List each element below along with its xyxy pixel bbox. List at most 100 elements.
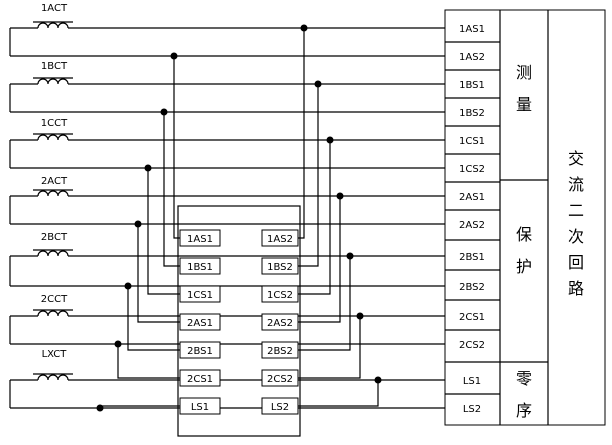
main-title-char-6: 路 <box>568 279 584 298</box>
tap-wire-left <box>147 168 180 295</box>
tap-wire-left <box>137 224 180 323</box>
connection-wires <box>99 28 379 408</box>
junction-dot <box>134 220 142 228</box>
tap-wire-right <box>298 28 305 239</box>
inner-terminal-left-label: 1CS1 <box>187 290 213 301</box>
panel-terminal-label: 1BS2 <box>459 108 485 119</box>
inner-terminal-left-label: 2BS1 <box>187 346 213 357</box>
ct-label-1act: 1ACT <box>41 3 68 14</box>
tap-wire-left <box>163 112 180 267</box>
inner-terminal-left-label: 1AS1 <box>187 234 213 245</box>
junction-dot <box>300 24 308 32</box>
inner-terminal-left <box>179 229 221 247</box>
main-title-char-1: 交 <box>568 149 584 168</box>
tap-wire-right <box>298 140 331 295</box>
ct-coil-icon <box>37 310 69 317</box>
ct-label-2act: 2ACT <box>41 176 68 187</box>
junction-dot <box>144 164 152 172</box>
inner-terminal-right <box>261 341 299 359</box>
ct-label-1cct: 1CCT <box>41 118 68 129</box>
panel-terminal-label: 2BS2 <box>459 282 485 293</box>
inner-terminal-right <box>261 369 299 387</box>
group-protect-char-2: 护 <box>516 257 532 276</box>
panel-terminal-label: 1CS1 <box>459 136 485 147</box>
group-zero-char-1: 零 <box>516 369 532 388</box>
tap-wire-right <box>298 380 379 407</box>
panel-terminal-label: 2AS1 <box>459 192 485 203</box>
panel-terminal-label: 2AS2 <box>459 220 485 231</box>
ct-coil-icon <box>37 78 69 85</box>
junction-dot <box>346 252 354 260</box>
tap-wire-left <box>173 56 180 239</box>
panel-terminal-label: 1AS1 <box>459 24 485 35</box>
ct-loops <box>9 21 445 409</box>
inner-terminal-block <box>177 205 301 437</box>
junction-dot <box>314 80 322 88</box>
inner-terminal-left-label: LS1 <box>191 402 209 413</box>
inner-terminal-right-label: 1BS2 <box>267 262 293 273</box>
junction-dot <box>356 312 364 320</box>
inner-terminal-right-label: 1AS2 <box>267 234 293 245</box>
group-zero-char-2: 序 <box>516 401 532 420</box>
ct-coil-icon <box>37 190 69 197</box>
ct-coil-icon <box>37 250 69 257</box>
inner-terminal-right <box>261 397 299 415</box>
main-title-char-3: 二 <box>568 201 584 220</box>
group-protect-char-1: 保 <box>516 225 532 244</box>
inner-terminal-boxes: 1AS1 1AS2 1BS1 1BS2 1CS1 1CS2 2AS1 2AS2 2BS1 2BS2… <box>179 229 299 415</box>
tap-wire-right <box>298 84 319 267</box>
panel-terminal-label: 2CS2 <box>459 340 485 351</box>
inner-terminal-left <box>179 397 221 415</box>
inner-terminal-left <box>179 257 221 275</box>
ct-label-2cct: 2CCT <box>41 294 68 305</box>
junction-dot <box>96 404 104 412</box>
inner-terminal-right-label: LS2 <box>271 402 289 413</box>
inner-terminal-left <box>179 341 221 359</box>
panel-terminal-label: 1CS2 <box>459 164 485 175</box>
panel-terminal-label: 1AS2 <box>459 52 485 63</box>
main-title-char-5: 回 <box>568 253 584 272</box>
inner-terminal-right-label: 2CS2 <box>267 374 293 385</box>
ct-coil-icon <box>37 22 69 29</box>
inner-terminal-right-label: 2AS2 <box>267 318 293 329</box>
inner-terminal-left <box>179 369 221 387</box>
junction-dot <box>326 136 334 144</box>
ct-label-1bct: 1BCT <box>41 61 68 72</box>
junction-dot <box>170 52 178 60</box>
inner-terminal-left-label: 1BS1 <box>187 262 213 273</box>
tap-wire-right <box>298 196 341 323</box>
inner-terminal-right <box>261 257 299 275</box>
inner-terminal-right <box>261 313 299 331</box>
inner-terminal-left <box>179 285 221 303</box>
tap-wire-left <box>127 286 180 351</box>
panel-terminal-label: 2CS1 <box>459 312 485 323</box>
inner-terminal-right-label: 2BS2 <box>267 346 293 357</box>
junction-dot <box>336 192 344 200</box>
inner-terminal-right <box>261 285 299 303</box>
tap-wire-right <box>298 316 361 379</box>
junction-dot <box>160 108 168 116</box>
inner-terminal-left-label: 2AS1 <box>187 318 213 329</box>
panel-terminal-label: 1BS1 <box>459 80 485 91</box>
main-title-char-2: 流 <box>568 175 584 194</box>
junction-dots <box>96 24 382 412</box>
ct-label-2bct: 2BCT <box>41 232 68 243</box>
inner-terminal-right <box>261 229 299 247</box>
inner-terminal-left-label: 2CS1 <box>187 374 213 385</box>
terminal-panel: 1AS11AS21BS11BS21CS11CS22AS12AS22BS12BS2… <box>444 9 606 426</box>
tap-wire-right <box>298 256 351 351</box>
panel-terminal-label: LS1 <box>463 376 481 387</box>
ct-coil-icon <box>37 134 69 141</box>
inner-terminal-right-label: 1CS2 <box>267 290 293 301</box>
main-title-char-4: 次 <box>568 227 584 246</box>
ct-coil-icon <box>37 374 69 381</box>
junction-dot <box>114 340 122 348</box>
ct-label-lxct: LXCT <box>42 349 68 360</box>
junction-dot <box>124 282 132 290</box>
tap-wire-left <box>117 344 180 379</box>
panel-terminal-label: LS2 <box>463 404 481 415</box>
group-measure-char-2: 量 <box>516 95 532 114</box>
inner-terminal-left <box>179 313 221 331</box>
junction-dot <box>374 376 382 384</box>
